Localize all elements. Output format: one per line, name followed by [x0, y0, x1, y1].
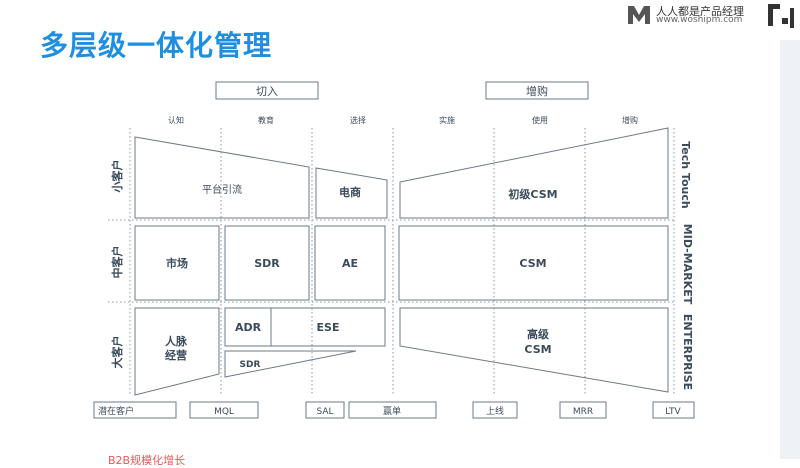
phase-box-entry	[215, 81, 319, 100]
stage-label: 选择	[350, 115, 366, 125]
phase-label-expansion: 增购	[526, 84, 548, 98]
brand-name: 人人都是产品经理	[656, 5, 744, 18]
stage-label: 认知	[168, 115, 184, 125]
cell-small-csm	[399, 127, 669, 219]
cell-label-basic-csm: 初级CSM	[508, 187, 557, 201]
cell-label-market: 市场	[166, 256, 188, 270]
funnel-box-mrr	[559, 401, 607, 419]
cell-large-sdr	[224, 350, 357, 378]
cell-small-platform	[134, 136, 310, 219]
row-label-large: 大客户	[110, 336, 124, 369]
phase-box-expansion	[485, 81, 589, 100]
cell-mid-csm	[398, 225, 669, 301]
funnel-label-sal: SAL	[316, 407, 333, 417]
stage-label: 增购	[622, 115, 638, 125]
row-label-small: 小客户	[110, 160, 124, 194]
funnel-label-prospect: 潜在客户	[98, 405, 134, 417]
cell-label-ae: AE	[342, 257, 358, 270]
cell-label-network-line1: 人脉	[165, 334, 188, 348]
row-label-mid-market: MID-MARKET	[681, 224, 694, 305]
cell-mid-market	[134, 225, 220, 301]
page-title: 多层级一体化管理	[40, 29, 273, 62]
funnel-label-ltv: LTV	[665, 407, 681, 417]
row-label-mid: 中客户	[110, 246, 124, 279]
brand-logo: 人人都是产品经理 www.woshipm.com	[626, 0, 800, 30]
funnel-box-sal	[305, 401, 345, 419]
stage-label: 使用	[532, 115, 548, 125]
funnel-label-won: 赢单	[383, 405, 401, 417]
funnel-label-mrr: MRR	[573, 407, 593, 417]
m-logo-icon	[628, 6, 650, 24]
grid-lines	[108, 128, 675, 396]
cell-mid-sdr	[224, 225, 310, 301]
cell-mid-ae	[314, 225, 386, 301]
cell-label-senior-line2: CSM	[524, 343, 551, 356]
cell-label-sdr: SDR	[254, 257, 280, 270]
caption-text: B2B规模化增长	[108, 454, 186, 467]
stage-label: 教育	[258, 115, 274, 125]
cell-label-ecommerce: 电商	[339, 185, 361, 199]
cell-label-network-line2: 经营	[165, 348, 187, 362]
funnel-box-won	[348, 401, 437, 419]
corner-bracket-icon	[768, 4, 794, 28]
phase-label-entry: 切入	[256, 85, 278, 98]
slide-edge	[780, 40, 800, 459]
cell-label-adr: ADR	[235, 321, 262, 334]
funnel-box-live	[472, 401, 518, 419]
cell-large-csm	[399, 307, 669, 393]
cell-label-senior-line1: 高级	[527, 327, 550, 341]
row-label-enterprise: ENTERPRISE	[681, 314, 694, 390]
funnel-box-prospect	[93, 401, 177, 419]
funnel-box-ltv	[652, 401, 695, 419]
funnel-box-mql	[189, 401, 259, 419]
cell-label-large-sdr: SDR	[240, 360, 261, 370]
row-label-tech-touch: Tech Touch	[679, 141, 692, 208]
cell-small-ecommerce	[315, 167, 388, 219]
funnel-label-live: 上线	[486, 405, 504, 417]
cell-label-ese: ESE	[317, 321, 340, 334]
cell-label-platform: 平台引流	[202, 183, 242, 196]
cell-label-csm: CSM	[519, 257, 546, 270]
brand-url: www.woshipm.com	[656, 15, 743, 25]
cell-large-adr-ese	[224, 307, 386, 347]
stage-label: 实施	[439, 115, 455, 125]
cell-large-network	[134, 307, 220, 396]
funnel-label-mql: MQL	[214, 407, 234, 417]
